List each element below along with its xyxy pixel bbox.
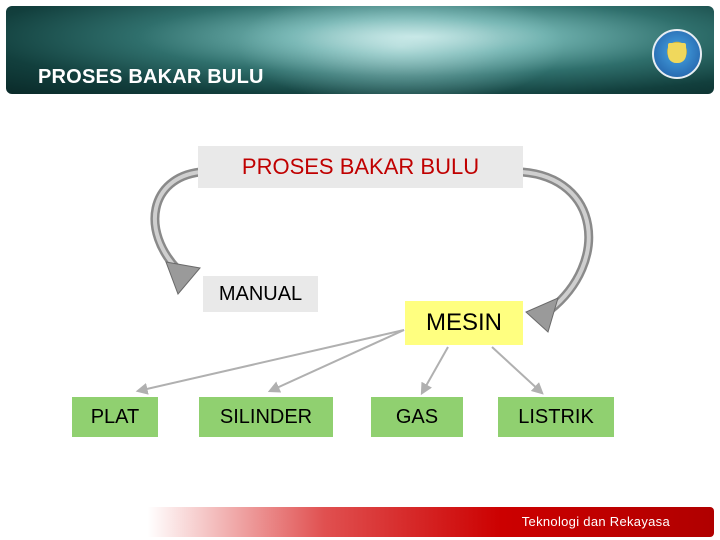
connector-to-gas xyxy=(420,346,449,396)
connector-to-silinder xyxy=(267,329,405,393)
footer-bar: Teknologi dan Rekayasa xyxy=(6,507,714,537)
node-listrik: LISTRIK xyxy=(498,397,614,437)
curved-arrow-right-head xyxy=(525,297,559,333)
curved-arrow-right xyxy=(517,167,594,315)
emblem-logo-icon xyxy=(652,29,702,79)
connector-to-plat xyxy=(135,329,405,395)
footer-text: Teknologi dan Rekayasa xyxy=(521,514,670,529)
header-light-streak xyxy=(236,6,566,94)
node-mesin: MESIN xyxy=(405,301,523,345)
node-manual: MANUAL xyxy=(203,276,318,312)
header-banner: PROSES BAKAR BULU xyxy=(6,6,714,94)
connector-to-listrik xyxy=(491,346,544,395)
node-silinder: SILINDER xyxy=(199,397,333,437)
curved-arrow-left xyxy=(150,167,205,275)
root-node: PROSES BAKAR BULU xyxy=(198,146,523,188)
node-plat: PLAT xyxy=(72,397,158,437)
curved-arrow-left-head xyxy=(165,261,201,295)
node-gas: GAS xyxy=(371,397,463,437)
curved-arrow-left-inner xyxy=(153,170,202,272)
page-title: PROSES BAKAR BULU xyxy=(38,66,264,88)
curved-arrow-right-inner xyxy=(520,170,591,312)
